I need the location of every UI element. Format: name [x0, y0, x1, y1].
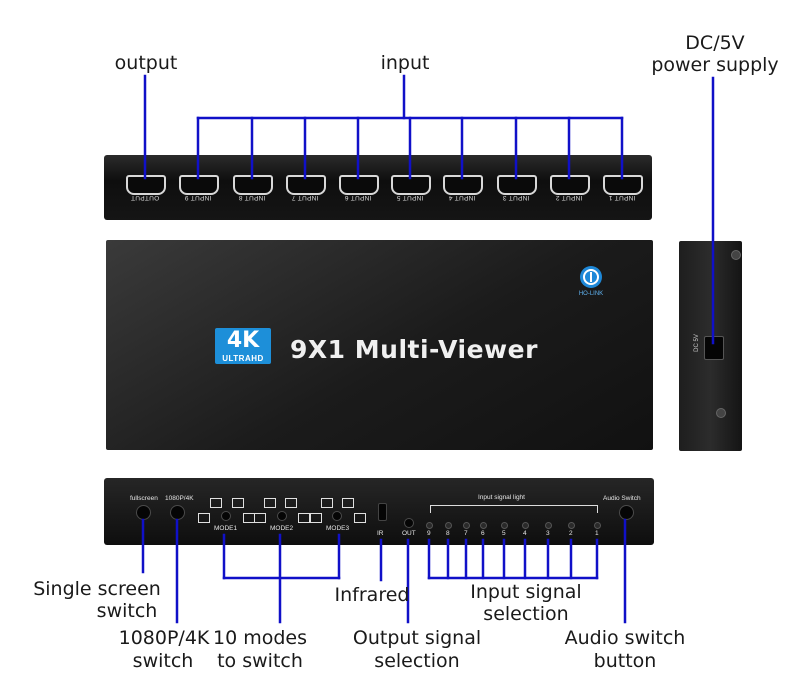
input-led-4	[522, 522, 529, 529]
input-number-6[interactable]: 6	[481, 530, 485, 537]
input-number-3[interactable]: 3	[546, 530, 550, 537]
input-led-5	[501, 522, 508, 529]
front-label-ir: IR	[377, 530, 384, 537]
label-input: input	[380, 52, 430, 74]
label-infrared: Infrared	[334, 584, 410, 606]
label-audio-line2: button	[593, 650, 657, 672]
front-label-input-light: Input signal light	[478, 494, 525, 501]
input-light-bracket	[430, 505, 598, 513]
label-modes-line2: to switch	[217, 650, 303, 672]
input-led-3	[545, 522, 552, 529]
mode-icon-2d	[298, 513, 310, 523]
input-led-7	[463, 522, 470, 529]
mode-icon-1a	[210, 498, 222, 508]
screw-icon-bottom	[716, 408, 726, 418]
front-label-res: 1080P/4K	[165, 495, 194, 502]
mode2-button[interactable]	[277, 511, 287, 521]
mode3-button[interactable]	[332, 511, 342, 521]
front-label-out: OUT	[402, 530, 416, 537]
mode-icon-3c	[310, 513, 322, 523]
label-dc-line2: power supply	[651, 54, 779, 76]
mode-icon-3b	[342, 498, 354, 508]
label-dc-line1: DC/5V	[685, 32, 745, 54]
output-select-button[interactable]	[404, 518, 414, 528]
device-top-view	[106, 240, 653, 450]
input-number-4[interactable]: 4	[523, 530, 527, 537]
input-number-2[interactable]: 2	[569, 530, 573, 537]
mode-icon-3a	[321, 498, 333, 508]
input-led-6	[480, 522, 487, 529]
badge-ultrahd-text: ULTRAHD	[222, 354, 264, 363]
brand-logo-icon	[580, 266, 602, 288]
label-output: output	[114, 52, 178, 74]
input-number-1[interactable]: 1	[595, 530, 599, 537]
mode-icon-2c	[254, 513, 266, 523]
input-number-5[interactable]: 5	[502, 530, 506, 537]
mode1-button[interactable]	[221, 511, 231, 521]
label-res-line2: switch	[132, 650, 194, 672]
input-led-9	[426, 522, 433, 529]
label-insel-line2: selection	[483, 603, 569, 625]
mode-icon-2a	[264, 498, 276, 508]
mode-icon-1b	[232, 498, 244, 508]
mode-icon-3d	[354, 513, 366, 523]
front-label-audio-switch: Audio Switch	[603, 495, 641, 502]
input-led-2	[568, 522, 575, 529]
brand-name: HO-LINK	[578, 291, 604, 297]
screw-icon-top	[731, 250, 741, 260]
audio-switch-button[interactable]	[619, 505, 634, 520]
label-single-line2: switch	[96, 600, 158, 622]
badge-4k-text: 4K	[226, 328, 260, 353]
input-led-1	[594, 522, 601, 529]
ir-sensor	[378, 503, 387, 521]
front-label-fullscreen: fullscreen	[130, 495, 158, 502]
front-label-mode1: MODE1	[214, 525, 238, 532]
label-outsel-line2: selection	[374, 650, 460, 672]
label-res-line1: 1080P/4K	[118, 627, 210, 649]
input-led-8	[445, 522, 452, 529]
label-insel-line1: Input signal	[470, 581, 582, 603]
4k-ultrahd-badge: 4K ULTRAHD	[215, 328, 271, 364]
front-label-mode3: MODE3	[326, 525, 350, 532]
label-modes-line1: 10 modes	[213, 627, 307, 649]
input-number-8[interactable]: 8	[446, 530, 450, 537]
mode-icon-1c	[198, 513, 210, 523]
label-audio-line1: Audio switch	[564, 627, 686, 649]
front-label-mode2: MODE2	[270, 525, 294, 532]
mode-icon-2b	[285, 498, 297, 508]
label-outsel-line1: Output signal	[352, 627, 482, 649]
input-number-9[interactable]: 9	[427, 530, 431, 537]
device-title: 9X1 Multi-Viewer	[290, 335, 538, 364]
label-single-line1: Single screen	[33, 578, 161, 600]
input-number-7[interactable]: 7	[464, 530, 468, 537]
